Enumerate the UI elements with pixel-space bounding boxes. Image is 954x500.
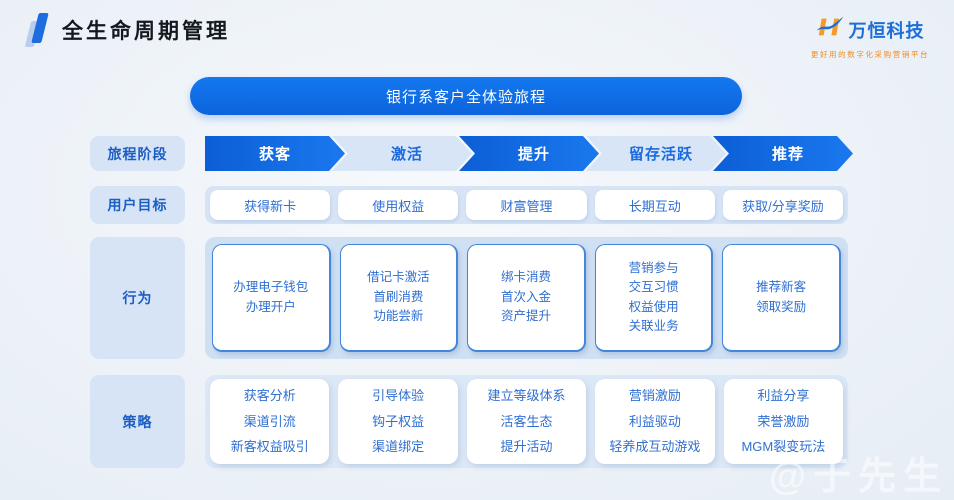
brand-h-swoosh-icon [816, 14, 844, 45]
row-label-strategy: 策略 [90, 375, 185, 468]
goal-card: 获得新卡 [210, 190, 331, 220]
stage-arrow-acquire: 获客 [205, 136, 345, 171]
goals-row: 获得新卡 使用权益 财富管理 长期互动 获取/分享奖励 [205, 186, 848, 224]
title-marker-icon [24, 13, 50, 47]
behaviors-row: 办理电子钱包 办理开户 借记卡激活 首刷消费 功能尝新 绑卡消费 首次入金 资产… [205, 237, 848, 359]
row-label-user-goal: 用户目标 [90, 186, 185, 224]
brand-name: 万恒科技 [848, 20, 925, 41]
banner-pill: 银行系客户全体验旅程 [190, 77, 742, 115]
strategy-card: 利益分享 荣誉激励 MGM裂变玩法 [723, 379, 844, 464]
row-label-behavior: 行为 [90, 237, 185, 359]
stage-arrow-activate: 激活 [332, 136, 472, 171]
strategy-card: 营销激励 利益驱动 轻养成互动游戏 [595, 379, 715, 464]
strategy-card: 建立等级体系 活客生态 提升活动 [466, 379, 587, 464]
goal-card: 长期互动 [594, 190, 715, 220]
brand-logo-row: 万恒科技 [802, 14, 938, 45]
title-marker-bar-front [31, 13, 49, 43]
behavior-card: 绑卡消费 首次入金 资产提升 [467, 244, 586, 352]
goal-card: 使用权益 [338, 190, 459, 220]
header: 全生命周期管理 [24, 13, 230, 47]
strategies-row: 获客分析 渠道引流 新客权益吸引 引导体验 钩子权益 渠道绑定 建立等级体系 活… [205, 375, 848, 468]
behavior-card: 办理电子钱包 办理开户 [212, 244, 331, 352]
strategy-card: 获客分析 渠道引流 新客权益吸引 [210, 379, 330, 464]
behavior-card: 营销参与 交互习惯 权益使用 关联业务 [594, 244, 714, 352]
page-title: 全生命周期管理 [62, 20, 230, 43]
row-label-journey-stage: 旅程阶段 [90, 136, 185, 171]
behavior-card: 借记卡激活 首刷消费 功能尝新 [339, 244, 459, 352]
goal-card: 财富管理 [466, 190, 587, 220]
watermark-text: @于先生 [768, 456, 948, 498]
stage-arrow-bar: 获客 激活 提升 留存活跃 推荐 [205, 136, 865, 171]
stage-arrow-refer: 推荐 [713, 136, 853, 171]
stage-arrow-retain: 留存活跃 [586, 136, 726, 171]
behavior-card: 推荐新客 领取奖励 [722, 244, 841, 352]
stage-arrow-uplift: 提升 [459, 136, 599, 171]
goal-card: 获取/分享奖励 [722, 190, 844, 220]
brand-logo: 万恒科技 更好用的数字化采购营销平台 [802, 14, 938, 60]
strategy-card: 引导体验 钩子权益 渠道绑定 [338, 379, 458, 464]
brand-tagline: 更好用的数字化采购营销平台 [810, 50, 930, 59]
